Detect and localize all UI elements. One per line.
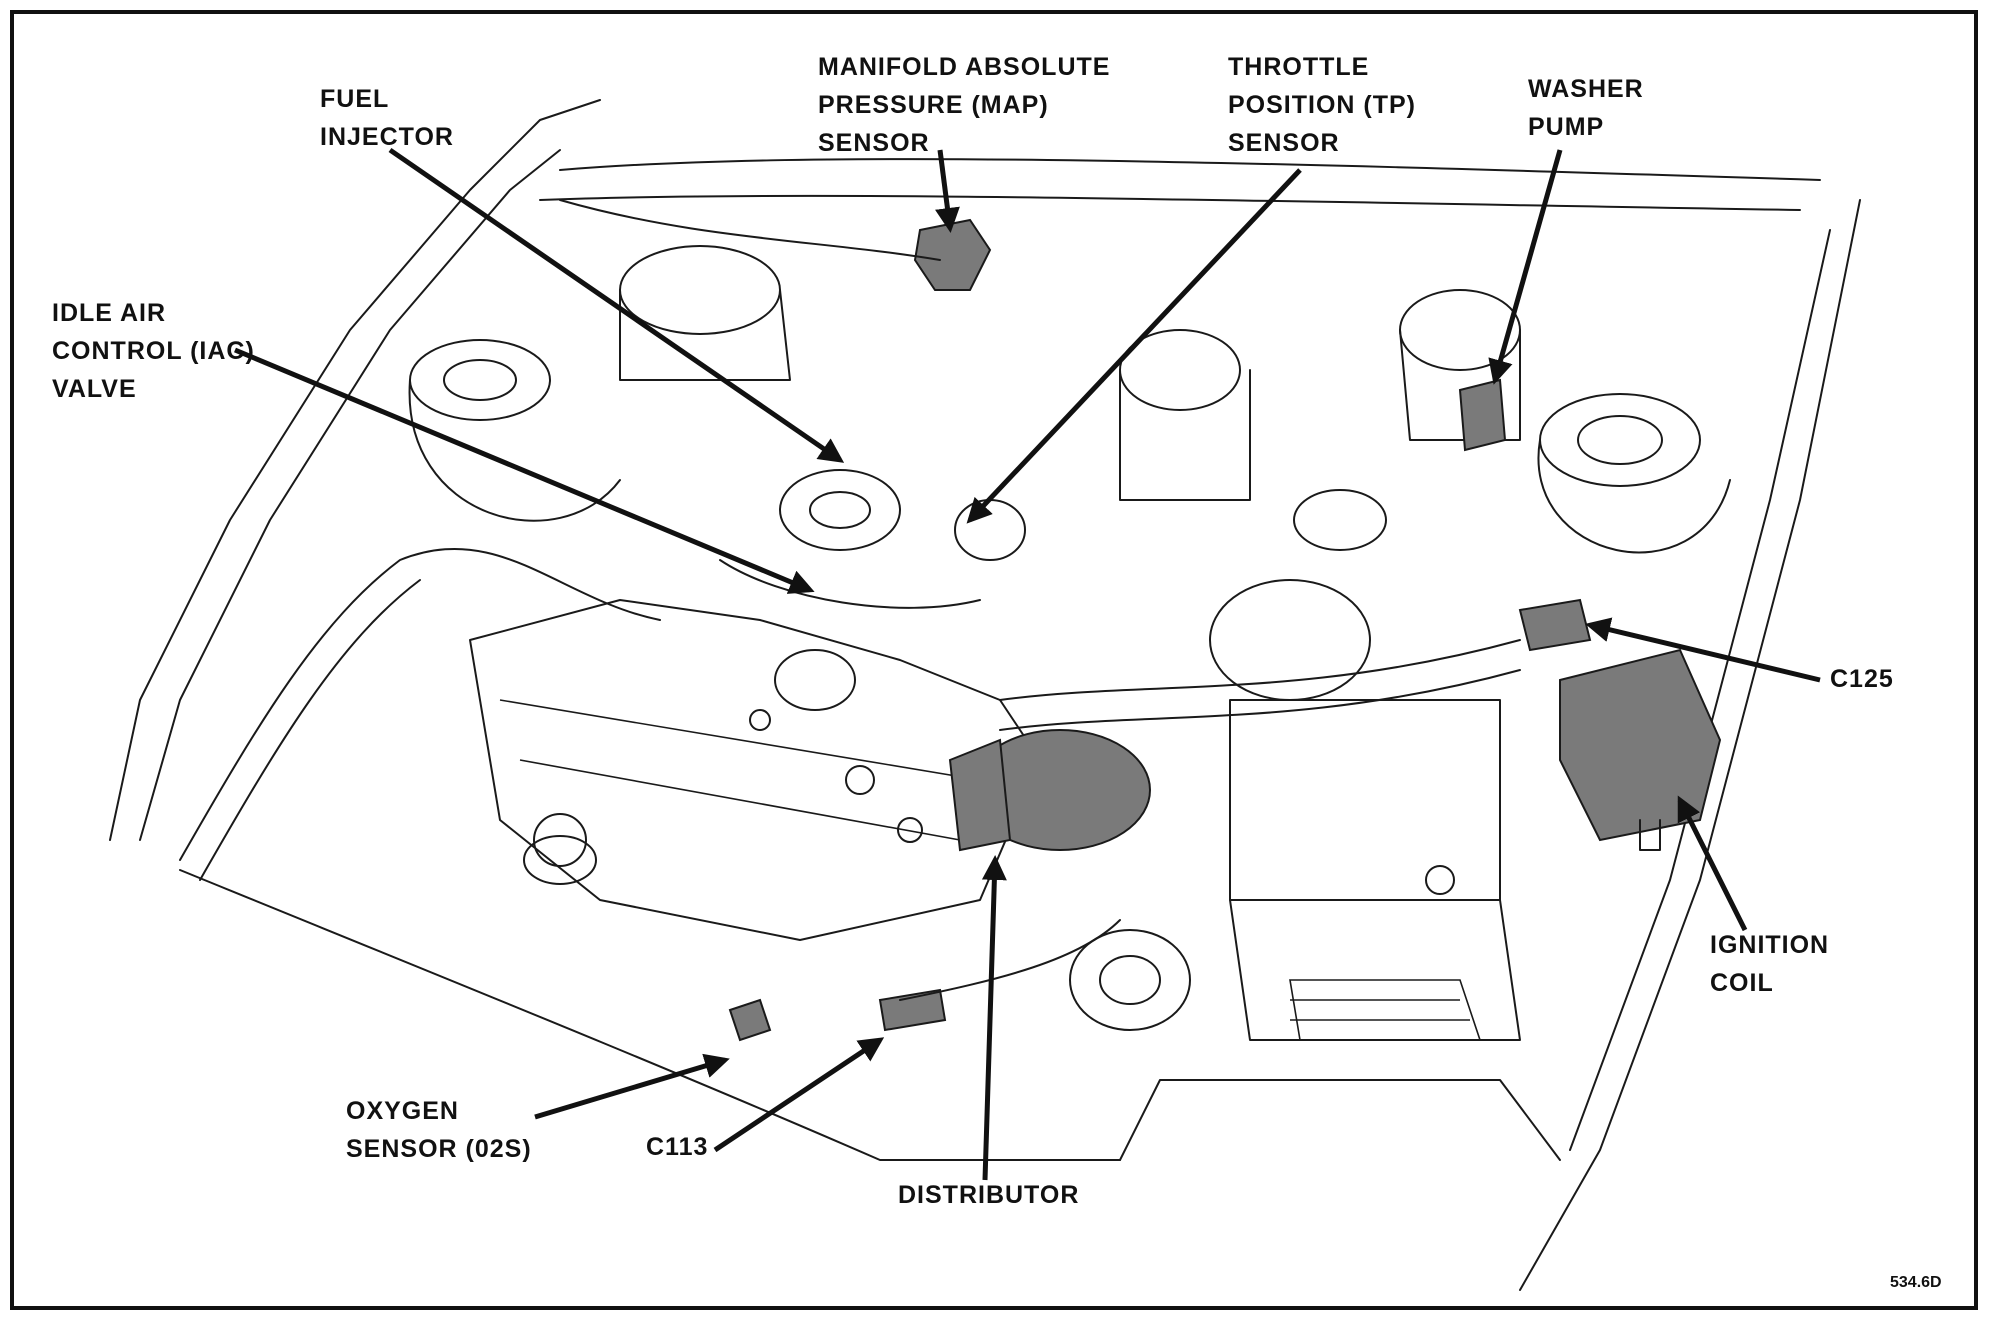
label-oxygen-sensor: OXYGEN SENSOR (02S) <box>346 1097 532 1163</box>
arrow-oxygen-sensor <box>534 1053 730 1120</box>
arrow-washer-pump <box>1488 149 1563 385</box>
strut-towers <box>408 289 1731 554</box>
distributor-shape <box>948 729 1191 1031</box>
label-washer-pump: WASHER PUMP <box>1528 75 1644 141</box>
arrow-iac-valve <box>234 347 815 594</box>
arrow-fuel-injector <box>388 147 845 463</box>
battery <box>1229 699 1521 1041</box>
fender-outline <box>109 99 1861 1291</box>
arrow-ignition-coil <box>1677 795 1748 932</box>
arrow-c113 <box>713 1037 885 1153</box>
o2-sensor-shape <box>728 988 947 1042</box>
washer-pump-shape <box>1458 378 1507 452</box>
label-iac-valve: IDLE AIR CONTROL (IAC) VALVE <box>52 299 255 403</box>
arrow-distributor <box>981 855 1007 1181</box>
label-c113: C113 <box>646 1133 709 1161</box>
c125-connector-shape <box>1518 598 1592 652</box>
arrow-map-sensor <box>935 149 960 233</box>
arrow-tp-sensor <box>966 168 1302 524</box>
label-tp-sensor: THROTTLE POSITION (TP) SENSOR <box>1228 53 1416 157</box>
ignition-coil-shape <box>1559 648 1722 851</box>
figure-number: 534.6D <box>1890 1274 1942 1291</box>
master-cylinder <box>1119 329 1387 701</box>
label-ignition-coil: IGNITION COIL <box>1710 931 1830 997</box>
label-distributor: DISTRIBUTOR <box>898 1181 1080 1209</box>
wiring-harness <box>179 199 1521 1001</box>
arrow-c125 <box>1585 617 1821 683</box>
map-sensor-shape <box>913 218 992 291</box>
figure-frame <box>10 10 1978 1310</box>
label-c125: C125 <box>1830 665 1894 693</box>
throttle-body-area <box>619 245 1026 711</box>
leader-arrows <box>234 147 1821 1181</box>
label-map-sensor: MANIFOLD ABSOLUTE PRESSURE (MAP) SENSOR <box>818 53 1111 157</box>
label-fuel-injector: FUEL INJECTOR <box>320 85 454 151</box>
